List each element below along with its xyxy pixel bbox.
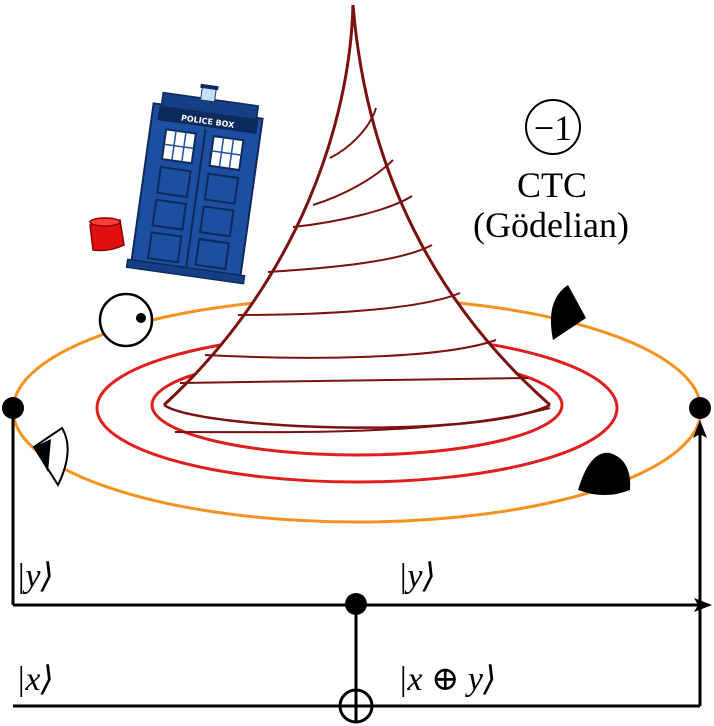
cnot-target-icon bbox=[338, 688, 374, 724]
badge-circle bbox=[525, 99, 581, 155]
orbit-left-node bbox=[2, 397, 24, 419]
label-y-out: |y⟩ bbox=[398, 558, 436, 595]
label-x-out: |x ⊕ y⟩ bbox=[398, 661, 496, 698]
cone-left-icon bbox=[32, 426, 69, 488]
red-cup-illustration bbox=[89, 217, 125, 252]
annotation-subtitle: (Gödelian) bbox=[473, 205, 629, 245]
annotation-block: −1 CTC (Gödelian) bbox=[473, 99, 629, 245]
cone-bottom-right-icon bbox=[578, 452, 631, 495]
orbit-right-node bbox=[689, 397, 711, 419]
spacetime-horn bbox=[162, 4, 551, 434]
right-arrow-up-icon bbox=[693, 420, 707, 438]
cone-top-right-icon bbox=[550, 285, 586, 340]
annotation-title: CTC bbox=[517, 165, 587, 205]
circuit bbox=[2, 397, 712, 724]
label-x-in: |x⟩ bbox=[16, 661, 54, 698]
cnot-control-dot bbox=[345, 593, 367, 615]
label-y-in: |y⟩ bbox=[16, 558, 54, 595]
badge-text: −1 bbox=[534, 108, 572, 148]
observer-circle-icon bbox=[98, 292, 154, 348]
tardis-illustration: POLICE BOX bbox=[125, 83, 264, 285]
